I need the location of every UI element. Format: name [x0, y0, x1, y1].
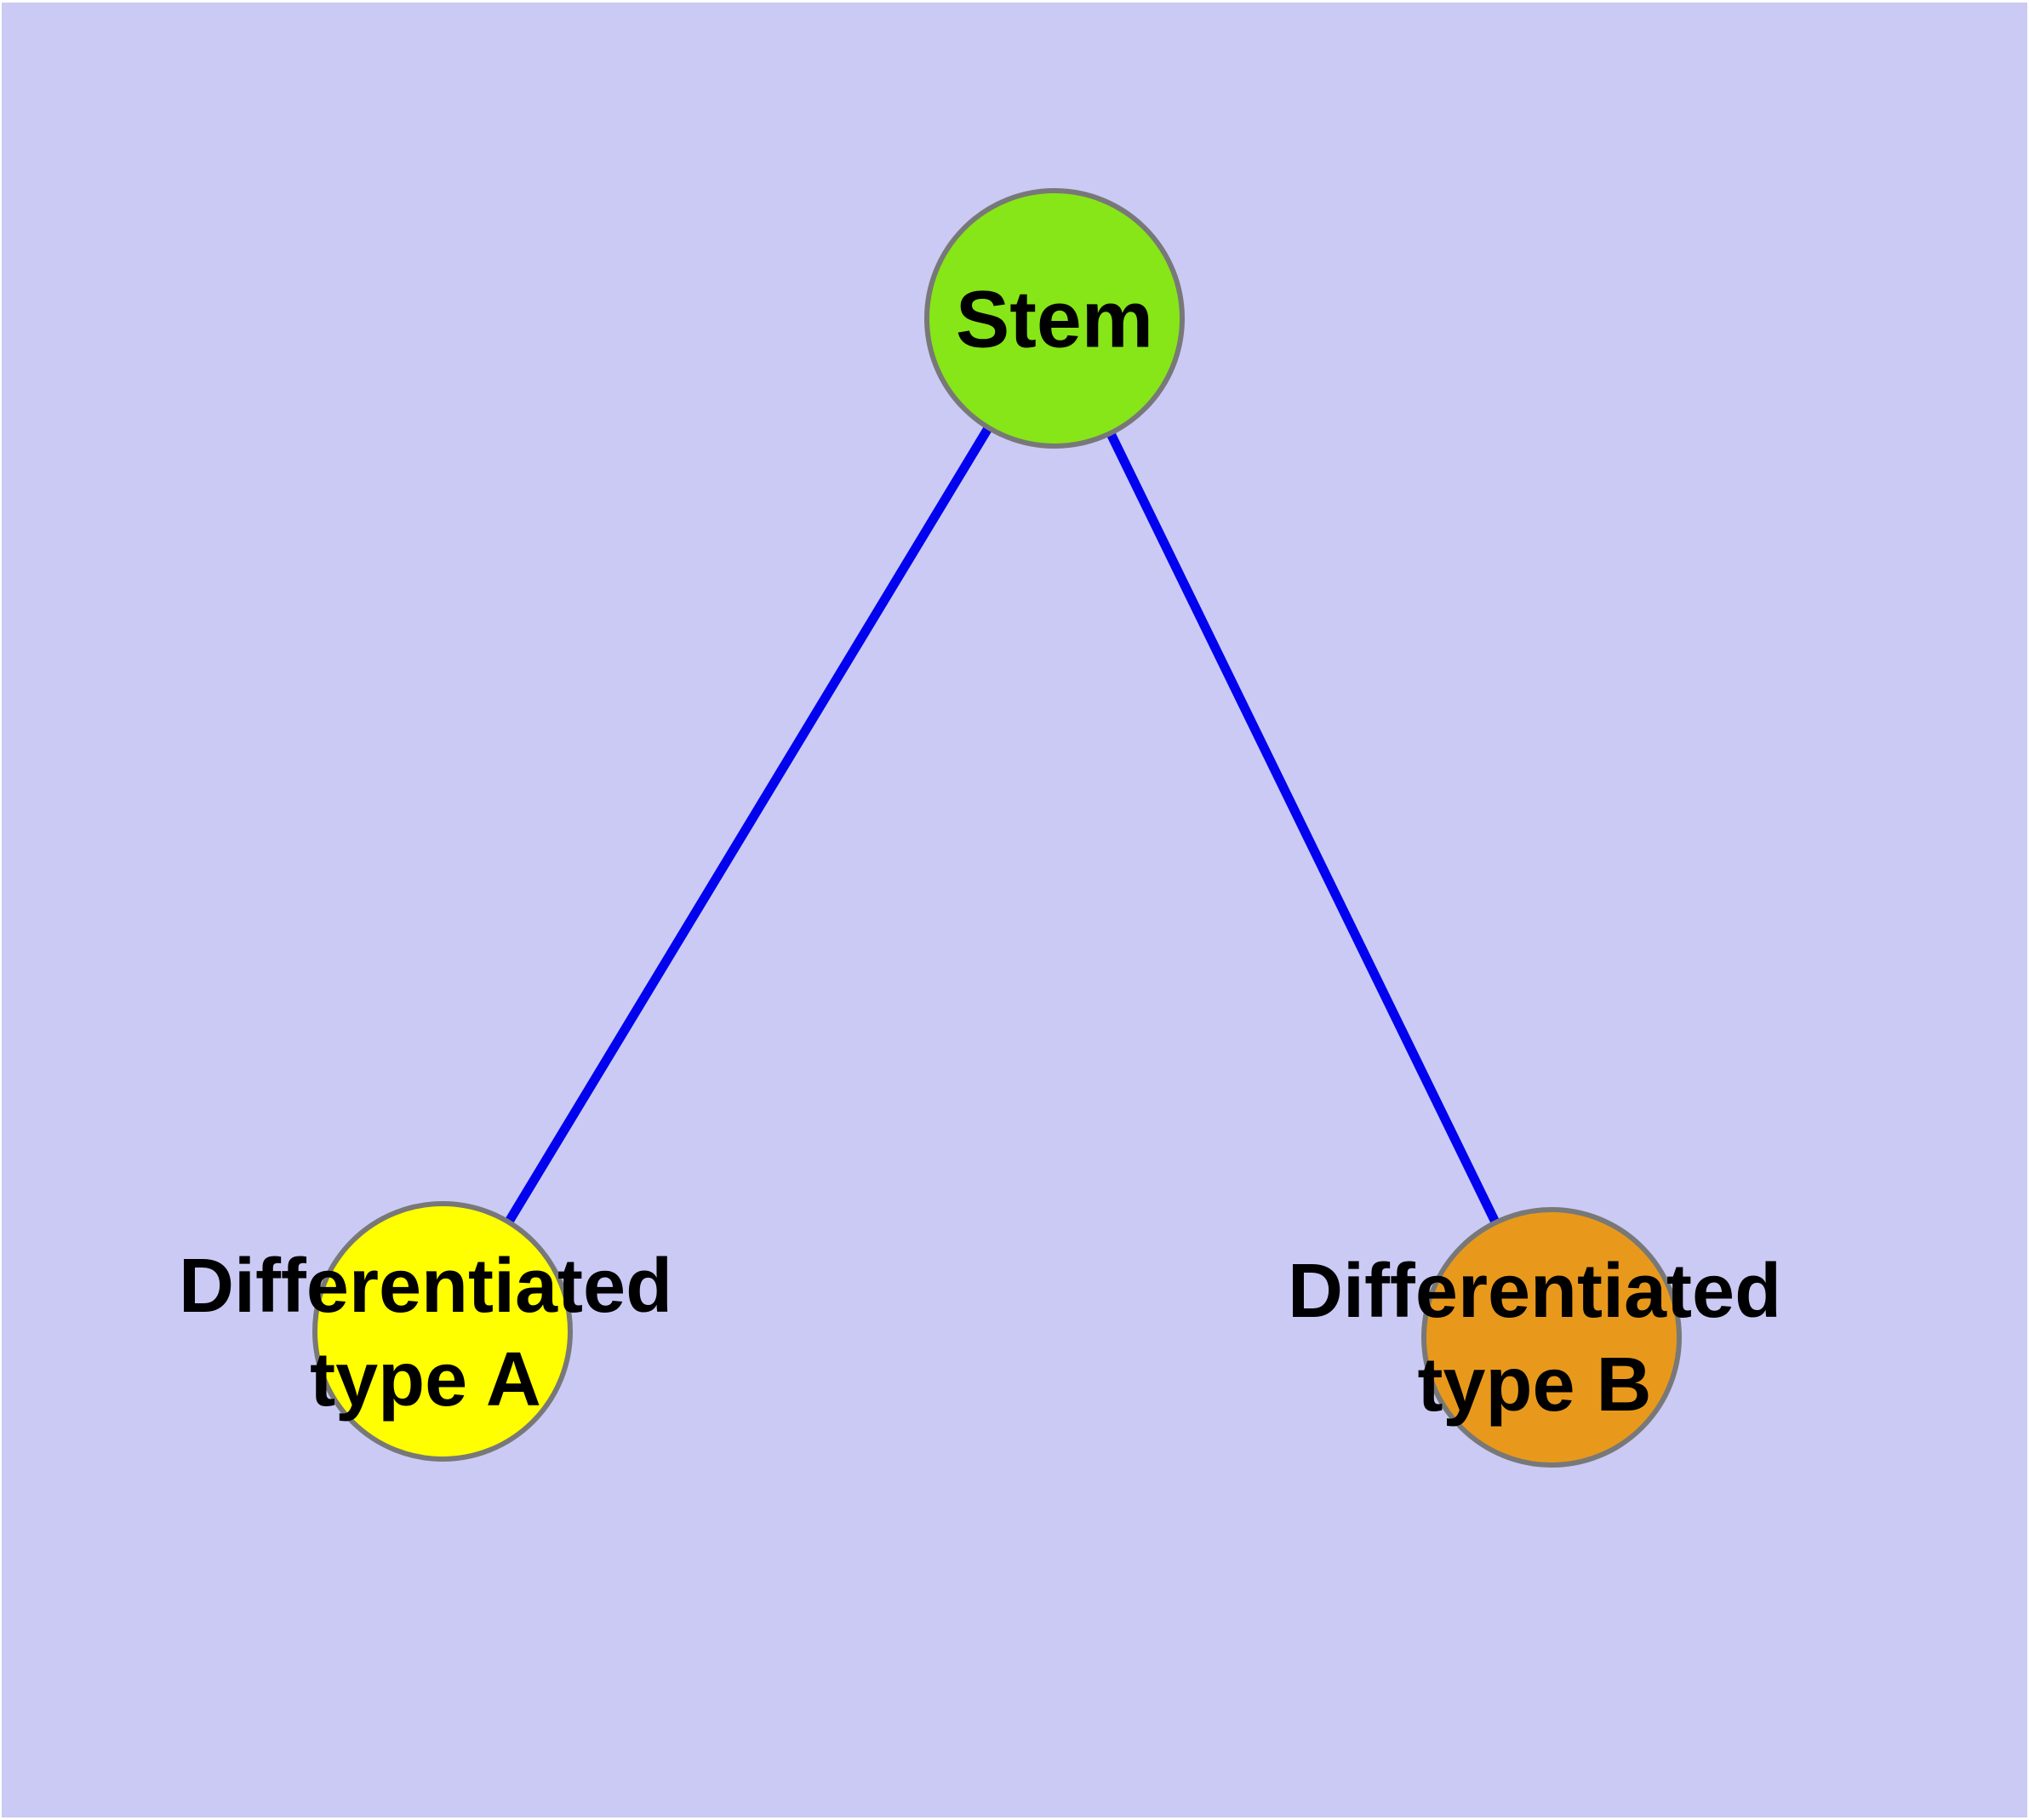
graph-svg: [2, 3, 2027, 1817]
node-type-a-circle: [312, 1201, 573, 1462]
edge-stem-to-type-b: [1049, 313, 1557, 1342]
edge-stem-to-type-a: [437, 313, 1060, 1336]
node-stem-circle: [924, 188, 1185, 449]
node-type-b-circle: [1421, 1207, 1682, 1468]
diagram-canvas: Stem Differentiated type A Differentiate…: [2, 3, 2027, 1817]
